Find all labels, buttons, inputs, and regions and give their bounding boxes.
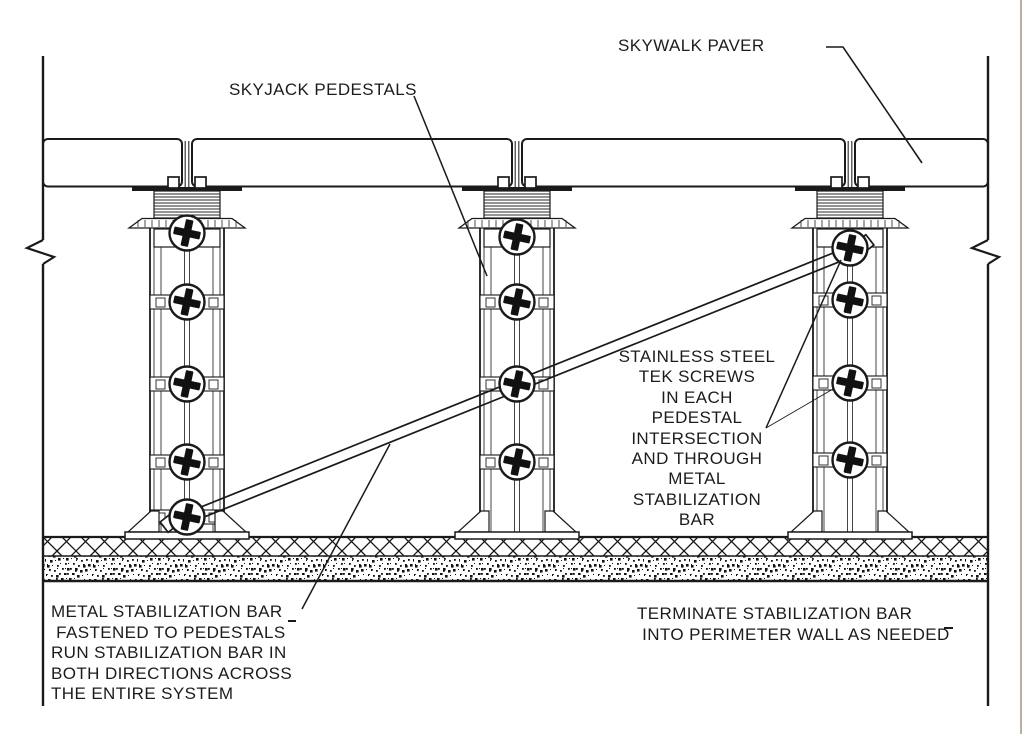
tek-screw-icon bbox=[168, 365, 206, 403]
paver-spacer-tab bbox=[830, 176, 843, 189]
paver-spacer-tab bbox=[194, 176, 207, 189]
tek-screw-icon bbox=[168, 283, 206, 321]
tek-screw-icon bbox=[498, 365, 536, 403]
perimeter-walls bbox=[24, 56, 1002, 706]
tek-screw-icon bbox=[831, 229, 869, 267]
tek-screw-icon bbox=[168, 214, 206, 252]
paver-spacer-tab bbox=[524, 176, 537, 189]
pedestal-base-plate bbox=[454, 531, 580, 540]
tek-screw-icon bbox=[168, 498, 206, 536]
skywalk-paver-label: SKYWALK PAVER bbox=[618, 36, 765, 55]
skywalk-pavers bbox=[42, 138, 989, 188]
threaded-adjuster bbox=[153, 190, 221, 219]
paver-spacer-tab bbox=[497, 176, 510, 189]
stabilization-bar-note: METAL STABILIZATION BAR FASTENED TO PEDE… bbox=[51, 602, 293, 704]
tek-screws-note: STAINLESS STEEL TEK SCREWS IN EACH PEDES… bbox=[618, 347, 776, 530]
leader-lines bbox=[288, 46, 953, 629]
skyjack-pedestals-label: SKYJACK PEDESTALS bbox=[229, 80, 417, 99]
tek-screw-icon bbox=[498, 218, 536, 256]
threaded-adjuster bbox=[483, 190, 551, 219]
tek-screw-icon bbox=[831, 281, 869, 319]
tek-screw-icon bbox=[831, 364, 869, 402]
tek-screw-icon bbox=[498, 443, 536, 481]
paver-spacer-tab bbox=[167, 176, 180, 189]
tek-screw-icon bbox=[168, 443, 206, 481]
threaded-adjuster bbox=[816, 190, 884, 219]
tek-screws bbox=[168, 214, 869, 536]
paver-spacer-tab bbox=[857, 176, 870, 189]
terminate-bar-note: TERMINATE STABILIZATION BAR INTO PERIMET… bbox=[637, 604, 950, 644]
ground-layers bbox=[43, 535, 988, 583]
tek-screw-icon bbox=[498, 283, 536, 321]
pedestal-base-plate bbox=[787, 531, 913, 540]
tek-screw-icon bbox=[831, 441, 869, 479]
